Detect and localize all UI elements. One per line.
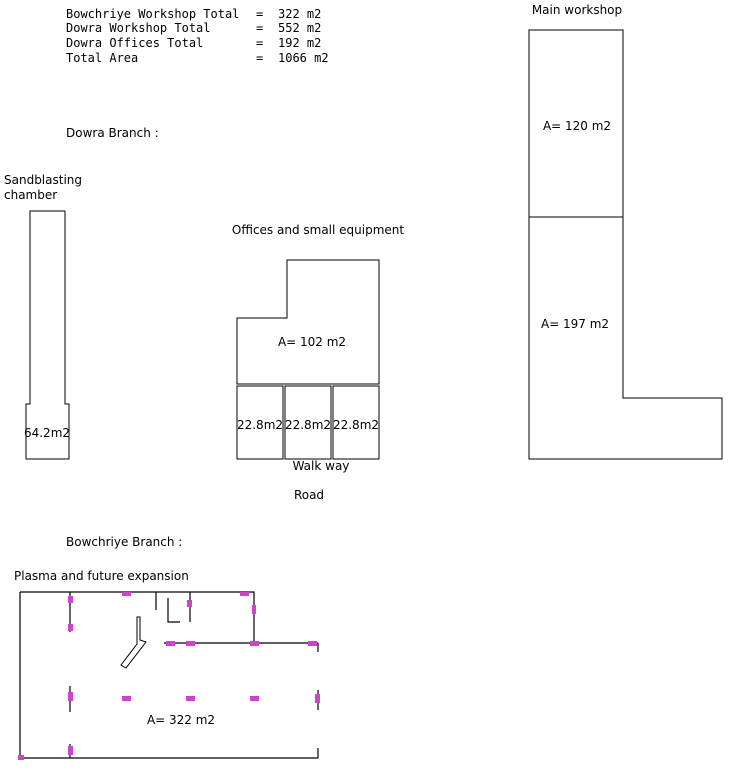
sandblasting-outline	[25, 210, 70, 460]
column	[122, 696, 131, 701]
wall-top	[20, 591, 318, 644]
offices-block: Offices and small equipment A= 102 m2 22…	[232, 223, 404, 502]
column	[250, 696, 259, 701]
wall-left-bottom	[19, 592, 318, 759]
column	[186, 696, 195, 701]
main-workshop: Main workshop A= 120 m2 A= 197 m2	[528, 3, 723, 460]
summary-eq: =	[256, 36, 263, 50]
column	[68, 624, 73, 631]
column	[122, 592, 131, 596]
sandblasting-area: 64.2m2	[24, 426, 70, 440]
column	[186, 641, 195, 646]
small-room-1-area: 22.8m2	[237, 418, 283, 432]
main-workshop-upper-area: A= 120 m2	[543, 119, 611, 133]
summary-eq: =	[256, 7, 263, 21]
bowchriye-branch-heading: Bowchriye Branch :	[66, 535, 182, 549]
column	[68, 596, 73, 603]
column	[187, 600, 192, 607]
column	[68, 692, 73, 701]
column	[68, 746, 73, 755]
sandblasting-title-line1: Sandblasting	[4, 173, 82, 187]
offices-main-outline	[236, 259, 380, 385]
summary-eq: =	[256, 51, 263, 65]
column	[252, 605, 256, 614]
summary-value-dowra-offices: 192 m2	[278, 36, 321, 50]
small-room-2-area: 22.8m2	[285, 418, 331, 432]
partition-bracket	[167, 598, 180, 623]
walkway-label: Walk way	[293, 459, 350, 473]
plasma-area: A= 322 m2	[147, 713, 215, 727]
small-room-3	[332, 385, 380, 460]
column	[250, 641, 259, 646]
small-room-2	[284, 385, 332, 460]
summary-label-total: Total Area	[66, 51, 138, 65]
main-workshop-lower	[528, 216, 723, 460]
area-summary: Bowchriye Workshop Total = 322 m2 Dowra …	[66, 7, 329, 65]
dowra-branch-heading: Dowra Branch :	[66, 126, 159, 140]
main-workshop-lower-area: A= 197 m2	[541, 317, 609, 331]
offices-main-area: A= 102 m2	[278, 335, 346, 349]
summary-label-dowra-workshop: Dowra Workshop Total	[66, 21, 211, 35]
summary-value-total: 1066 m2	[278, 51, 329, 65]
ramp-symbol	[120, 616, 147, 669]
summary-label-dowra-offices: Dowra Offices Total	[66, 36, 203, 50]
plasma-floor-plan: A= 322 m2	[18, 591, 320, 760]
summary-value-bowchriye: 322 m2	[278, 7, 321, 21]
offices-title: Offices and small equipment	[232, 223, 404, 237]
small-room-1	[236, 385, 284, 460]
main-workshop-title: Main workshop	[532, 3, 622, 17]
summary-eq: =	[256, 21, 263, 35]
summary-label-bowchriye: Bowchriye Workshop Total	[66, 7, 239, 21]
column	[240, 592, 249, 596]
column	[308, 641, 317, 646]
summary-value-dowra-workshop: 552 m2	[278, 21, 321, 35]
plasma-title: Plasma and future expansion	[14, 569, 189, 583]
small-room-3-area: 22.8m2	[333, 418, 379, 432]
sandblasting-title-line2: chamber	[4, 188, 57, 202]
column	[18, 755, 24, 760]
column	[166, 641, 175, 646]
column	[315, 694, 320, 703]
road-label: Road	[294, 488, 324, 502]
sandblasting-chamber: Sandblasting chamber 64.2m2	[4, 173, 82, 460]
